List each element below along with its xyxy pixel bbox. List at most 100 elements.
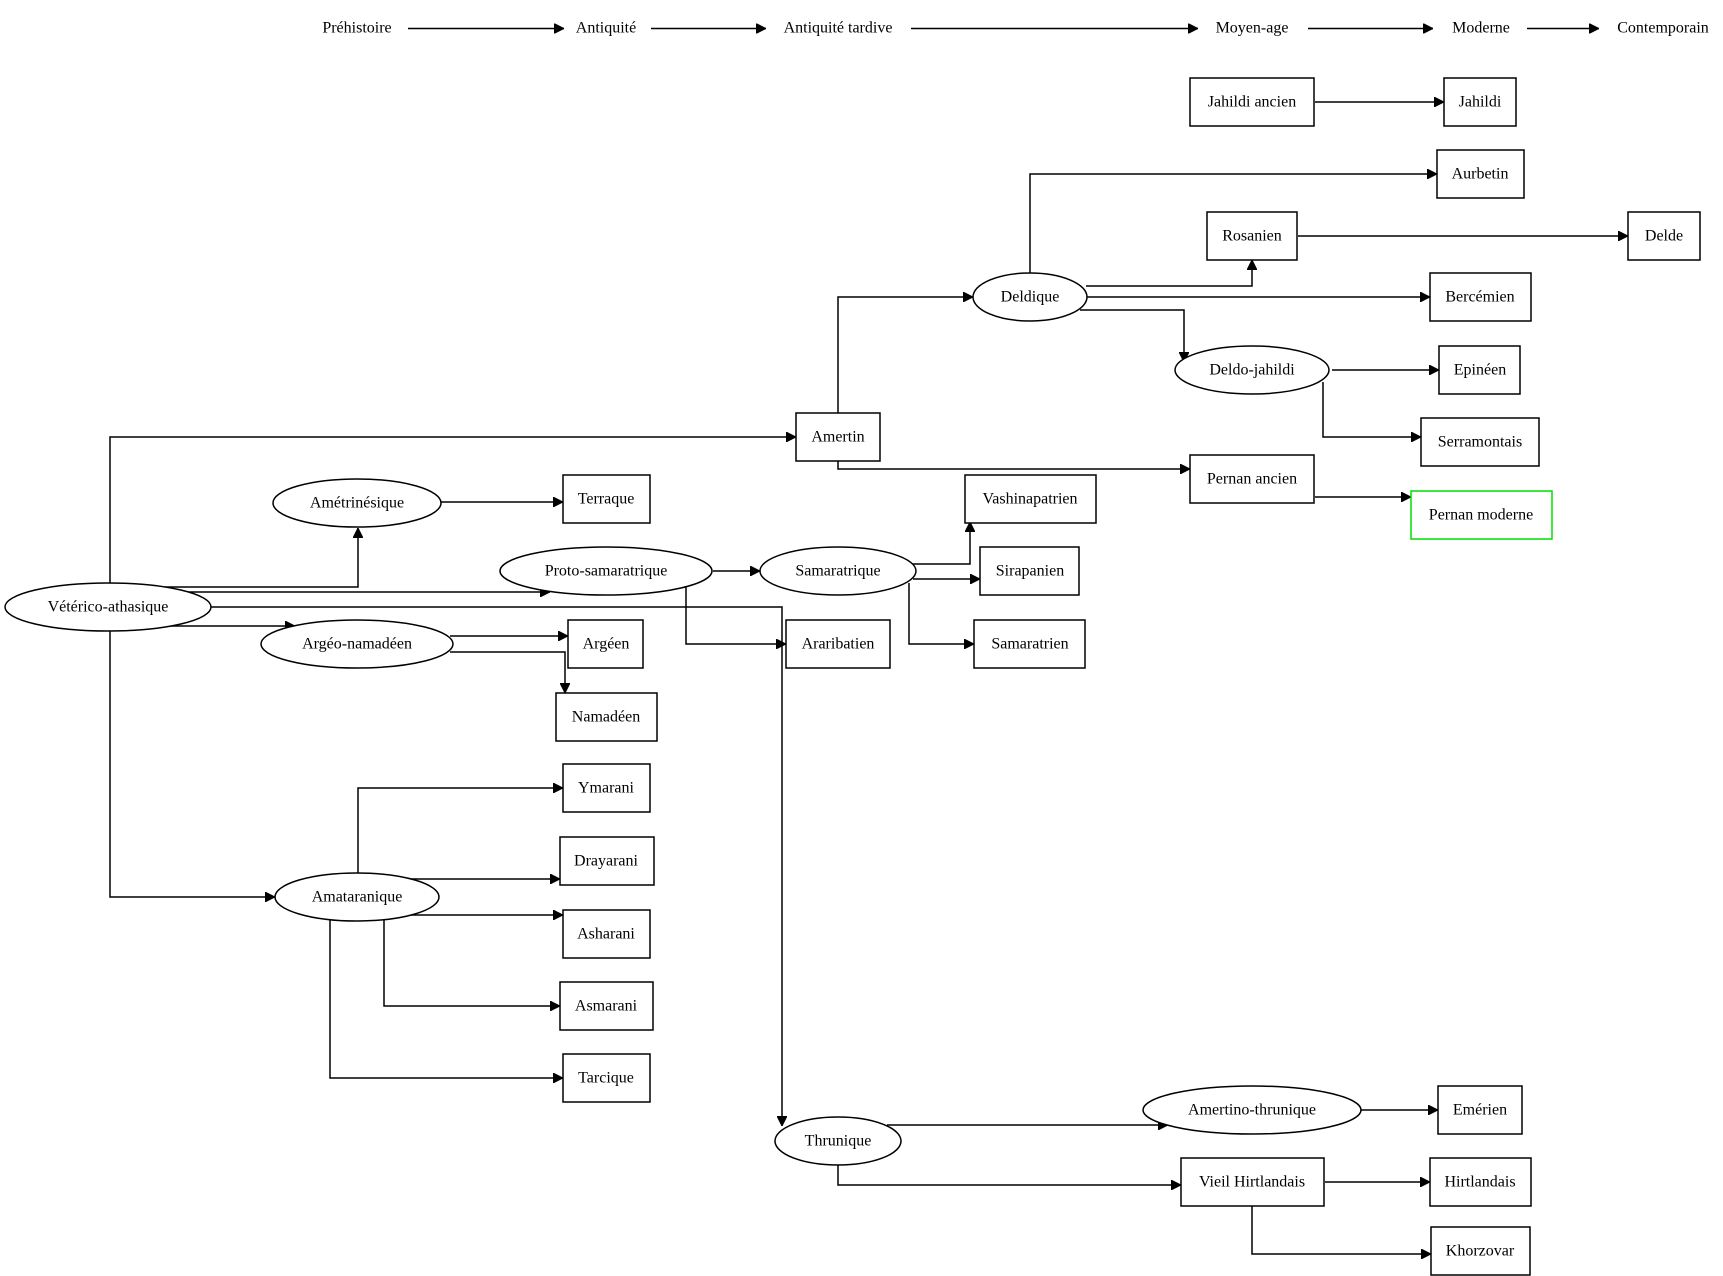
node-label: Tarcique [578, 1070, 634, 1087]
node-asmarani: Asmarani [559, 981, 654, 1031]
node-label: Samaratrique [795, 563, 880, 580]
edge-amataranique-ymarani [357, 788, 563, 875]
node-label: Deldique [1001, 289, 1060, 306]
node-label: Khorzovar [1446, 1243, 1515, 1260]
node-label: Argéen [583, 636, 630, 653]
edge-vieil-hirtlandais-khorzovar [1251, 1206, 1431, 1254]
node-label: Rosanien [1222, 228, 1282, 245]
node-label: Aurbetin [1452, 166, 1509, 183]
timeline-label-antiquite: Antiquité [576, 20, 636, 37]
node-emerien: Emérien [1437, 1085, 1523, 1135]
node-argeo-namadeen: Argéo-namadéen [260, 619, 454, 669]
node-vashinapatrien: Vashinapatrien [964, 474, 1097, 524]
node-label: Jahildi ancien [1208, 94, 1296, 111]
node-drayarani: Drayarani [559, 836, 655, 886]
node-label: Sirapanien [996, 563, 1064, 580]
node-label: Samaratrien [991, 636, 1068, 653]
node-deldo-jahildi: Deldo-jahildi [1174, 345, 1330, 395]
edge-thrunique-vieil-hirtlandais [837, 1162, 1181, 1185]
node-araribatien: Araribatien [785, 619, 891, 669]
node-pernan-moderne: Pernan moderne [1410, 490, 1553, 540]
node-label: Drayarani [574, 853, 639, 870]
ellipse-nodes: Vétérico-athasique Amétrinésique Proto-s… [4, 272, 1362, 1166]
edge-deldique-rosanien [1086, 260, 1252, 287]
timeline-label-contemporain: Contemporain [1617, 20, 1709, 37]
node-label: Delde [1645, 228, 1683, 245]
node-label: Asharani [577, 926, 635, 943]
edge-veterico-amataranique [109, 631, 275, 897]
node-serramontais: Serramontais [1420, 417, 1540, 467]
edge-amataranique-asmarani [383, 920, 560, 1006]
edges [109, 29, 1628, 1255]
node-label: Serramontais [1438, 434, 1522, 451]
node-jahildi-ancien: Jahildi ancien [1189, 77, 1315, 127]
node-asharani: Asharani [562, 909, 651, 959]
edge-deldique-aurbetin [1029, 174, 1437, 274]
node-label: Asmarani [575, 998, 638, 1015]
node-label: Araribatien [802, 636, 875, 653]
node-label: Amertino-thrunique [1188, 1102, 1316, 1119]
node-epineen: Epinéen [1438, 345, 1521, 395]
node-aurbetin: Aurbetin [1436, 149, 1525, 199]
node-vieil-hirtlandais: Vieil Hirtlandais [1180, 1157, 1325, 1207]
node-label: Deldo-jahildi [1209, 362, 1295, 379]
node-label: Vieil Hirtlandais [1199, 1174, 1305, 1191]
timeline-label-prehistoire: Préhistoire [322, 20, 391, 37]
node-label: Thrunique [805, 1133, 872, 1150]
node-label: Epinéen [1454, 362, 1506, 379]
edge-samaratrique-samaratrien [908, 583, 974, 644]
edge-deldo-jahildi-serramontais [1322, 382, 1421, 437]
edge-amertin-deldique [837, 297, 973, 413]
node-amertino-thrunique: Amertino-thrunique [1142, 1085, 1362, 1135]
edge-amertin-pernan-ancien [837, 460, 1190, 469]
node-khorzovar: Khorzovar [1430, 1226, 1531, 1276]
node-label: Vashinapatrien [982, 491, 1077, 508]
node-rosanien: Rosanien [1206, 211, 1298, 261]
node-label: Amataranique [312, 889, 403, 906]
node-tarcique: Tarcique [562, 1053, 651, 1103]
edge-veterico-amertin [109, 437, 796, 585]
node-label: Amétrinésique [310, 495, 404, 512]
node-proto-samaratrique: Proto-samaratrique [499, 546, 713, 596]
node-thrunique: Thrunique [774, 1116, 902, 1166]
edge-amataranique-tarcique [329, 920, 563, 1078]
node-label: Ymarani [578, 780, 635, 797]
edge-veterico-thrunique [210, 606, 782, 1126]
node-delde: Delde [1627, 211, 1701, 261]
timeline: Préhistoire Antiquité Antiquité tardive … [322, 20, 1708, 37]
node-ymarani: Ymarani [562, 763, 651, 813]
node-pernan-ancien: Pernan ancien [1189, 454, 1315, 504]
node-samaratrien: Samaratrien [973, 619, 1086, 669]
node-label: Proto-samaratrique [545, 563, 668, 580]
node-amertin: Amertin [795, 412, 881, 462]
node-jahildi: Jahildi [1443, 77, 1517, 127]
node-deldique: Deldique [972, 272, 1088, 322]
node-label: Pernan ancien [1207, 471, 1297, 488]
node-label: Emérien [1453, 1102, 1507, 1119]
node-label: Amertin [811, 429, 864, 446]
timeline-label-moderne: Moderne [1452, 20, 1510, 37]
node-samaratrique: Samaratrique [759, 546, 917, 596]
node-hirtlandais: Hirtlandais [1429, 1157, 1532, 1207]
node-label: Hirtlandais [1444, 1174, 1515, 1191]
node-namadeen: Namadéen [555, 692, 658, 742]
node-terraque: Terraque [562, 474, 651, 524]
node-label: Jahildi [1459, 94, 1502, 111]
edge-proto-samaratrique-araribatien [685, 585, 786, 644]
node-label: Namadéen [572, 709, 640, 726]
node-label: Argéo-namadéen [302, 636, 412, 653]
edge-deldique-deldo-jahildi [1080, 309, 1184, 362]
box-nodes: Terraque Vashinapatrien Sirapanien Samar… [555, 77, 1701, 1276]
node-veterico-athasique: Vétérico-athasique [4, 582, 212, 632]
node-amataranique: Amataranique [274, 872, 440, 922]
node-bercemien: Bercémien [1429, 272, 1532, 322]
node-sirapanien: Sirapanien [979, 546, 1080, 596]
timeline-label-antiquite-tardive: Antiquité tardive [784, 20, 893, 37]
node-label: Vétérico-athasique [48, 599, 169, 616]
node-label: Terraque [578, 491, 635, 508]
edge-argeo-namadeen-namadeen [450, 651, 565, 693]
node-argeen: Argéen [567, 619, 644, 669]
timeline-label-moyen-age: Moyen-age [1216, 20, 1289, 37]
node-ametrinesique: Amétrinésique [272, 478, 442, 528]
